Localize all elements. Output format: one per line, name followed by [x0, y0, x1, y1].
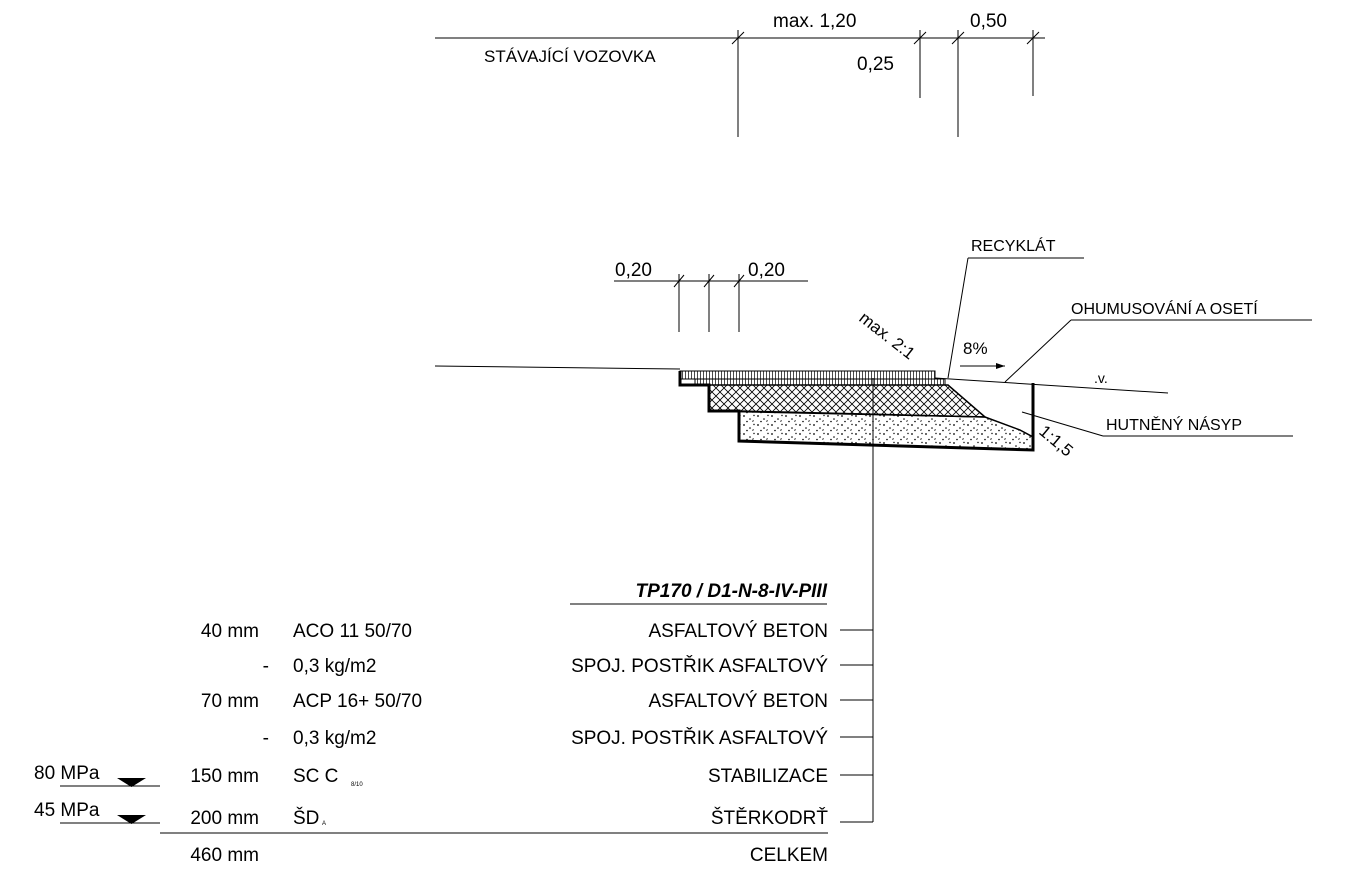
layer-3-material: ACP 16+ 50/70 [293, 691, 422, 712]
layer-3-name: ASFALTOVÝ BETON [648, 691, 828, 712]
layer-6-thickness: 200 mm [190, 808, 259, 829]
layer-5-name: STABILIZACE [708, 766, 828, 787]
layer-4-name: SPOJ. POSTŘIK ASFALTOVÝ [571, 727, 828, 749]
layer-2-thickness: - [263, 656, 269, 677]
layer-6-subscript: A [322, 821, 326, 827]
humus-label: OHUMUSOVÁNÍ A OSETÍ [1071, 299, 1258, 318]
nasyp-leader [1021, 411, 1104, 437]
existing-road-label: STÁVAJÍCÍ VOZOVKA [484, 47, 656, 66]
layer-5-material: SC C [293, 766, 338, 787]
total-label: CELKEM [750, 845, 828, 866]
ground-line-right [934, 377, 1169, 394]
layer-6-modulus: 45 MPa [34, 800, 100, 821]
layer-6-name: ŠTĚRKODRŤ [711, 807, 829, 829]
humus-leader [1004, 319, 1072, 383]
asphalt-binder-layer [694, 378, 946, 386]
layer-6-material: ŠD [293, 807, 319, 829]
fill-slope-line [947, 384, 1034, 438]
layer-spec-table: TP170 / D1-N-8-IV-PIII 40 mm ACO 11 50/7… [34, 581, 873, 866]
asphalt-wearing-layer [679, 370, 936, 380]
layer-3-thickness: 70 mm [201, 691, 259, 712]
layer-2-name: SPOJ. POSTŘIK ASFALTOVÝ [571, 655, 828, 677]
dim-left-label: 0,20 [615, 260, 652, 281]
layer-1-name: ASFALTOVÝ BETON [648, 621, 828, 642]
dim-right-label: 0,20 [748, 260, 785, 281]
top-detail: STÁVAJÍCÍ VOZOVKA max. 1,20 0,25 0,50 [435, 11, 1045, 137]
total-thickness: 460 mm [190, 845, 259, 866]
vv-label: .v. [1094, 370, 1108, 386]
dim-shoulder-label: 0,50 [970, 11, 1007, 32]
slope-arrowhead [996, 363, 1005, 369]
layer-5-modulus-triangle [117, 778, 146, 787]
layer-6-modulus-triangle [117, 815, 146, 824]
top-dim-ticks [731, 31, 1040, 45]
section-dim-ticks [673, 274, 745, 288]
layer-4-material: 0,3 kg/m2 [293, 728, 376, 749]
layer-5-subscript: 8/10 [351, 782, 363, 788]
ground-line-left [434, 365, 681, 370]
excavation-outline [678, 371, 1035, 452]
nasyp-label: HUTNĚNÝ NÁSYP [1106, 415, 1242, 434]
layer-2-material: 0,3 kg/m2 [293, 656, 376, 677]
layer-5-thickness: 150 mm [190, 766, 259, 787]
layer-1-material: ACO 11 50/70 [293, 621, 412, 642]
layer-5-modulus: 80 MPa [34, 763, 100, 784]
dim-step-label: 0,25 [857, 54, 894, 75]
cross-section: 0,20 0,20 max. 2:1 8% .v. 1:1,5 RECYKLÁT… [434, 236, 1312, 822]
spec-title: TP170 / D1-N-8-IV-PIII [636, 581, 828, 602]
max-slope-label: max. 2:1 [856, 308, 919, 363]
fill-slope-label: 1:1,5 [1035, 422, 1076, 461]
layer-4-thickness: - [263, 728, 269, 749]
slope-percent-label: 8% [963, 339, 988, 358]
recyklat-leader [947, 257, 969, 379]
dim-widen-label: max. 1,20 [773, 11, 856, 32]
layer-1-thickness: 40 mm [201, 621, 259, 642]
recyklat-label: RECYKLÁT [971, 236, 1056, 255]
